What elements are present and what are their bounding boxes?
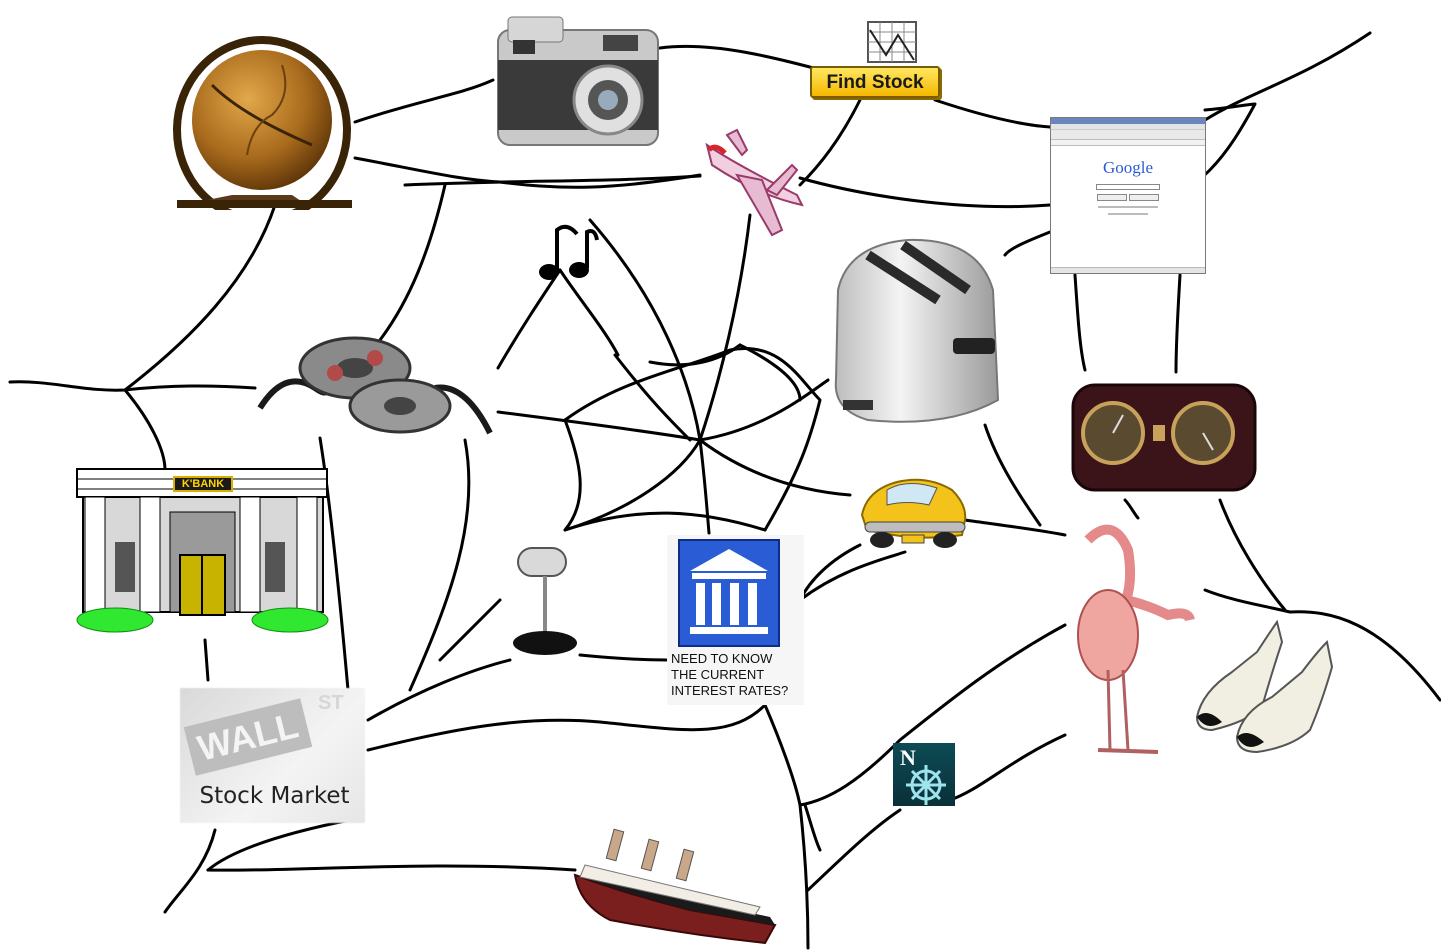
google-logo: Google	[1051, 158, 1205, 178]
google-logo-text: Google	[1102, 158, 1154, 177]
netscape-icon[interactable]: N	[893, 743, 955, 806]
browser-menubar	[1051, 124, 1205, 130]
interest-rates-icon[interactable]: NEED TO KNOW THE CURRENT INTEREST RATES?	[667, 535, 804, 705]
airplane-icon[interactable]	[697, 125, 809, 245]
browser-statusbar	[1051, 267, 1205, 273]
stock-chart-icon	[867, 21, 917, 63]
google-line	[1108, 213, 1148, 215]
bank-columns-panel	[678, 539, 780, 647]
bank-sign: K'BANK	[173, 476, 233, 492]
radio-icon[interactable]	[1068, 375, 1260, 495]
rates-caption-line: INTEREST RATES?	[671, 683, 789, 698]
wall-sign-suffix: ST	[318, 692, 344, 714]
flamingo-icon[interactable]	[1068, 520, 1203, 765]
bank-icon[interactable]	[75, 467, 330, 637]
google-line	[1098, 206, 1158, 208]
shoes-icon[interactable]	[1192, 612, 1340, 757]
browser-toolbar	[1051, 130, 1205, 140]
rates-caption: NEED TO KNOW THE CURRENT INTEREST RATES?	[671, 651, 803, 699]
find-stock-button[interactable]: Find Stock	[810, 66, 940, 98]
ship-wheel-icon	[906, 765, 946, 805]
ocean-liner-icon[interactable]	[570, 825, 780, 945]
film-reel-icon[interactable]	[255, 328, 498, 438]
netscape-letter: N	[900, 745, 916, 770]
columns-icon	[690, 549, 768, 634]
browser-address-bar	[1051, 140, 1205, 146]
rates-caption-line: THE CURRENT	[671, 667, 765, 682]
toaster-icon[interactable]	[828, 230, 1000, 428]
taxi-car-icon[interactable]	[857, 470, 970, 555]
camera-icon[interactable]	[493, 5, 663, 152]
music-notes-icon	[539, 224, 599, 280]
google-buttons	[1097, 194, 1159, 201]
microphone-icon[interactable]	[510, 540, 580, 660]
globe-icon[interactable]	[172, 25, 357, 210]
browser-titlebar	[1051, 118, 1205, 124]
google-search-box	[1096, 184, 1160, 190]
rates-caption-line: NEED TO KNOW	[671, 651, 773, 666]
stock-market-label: Stock Market	[199, 783, 350, 809]
browser-window-icon[interactable]: Google	[1050, 117, 1206, 274]
